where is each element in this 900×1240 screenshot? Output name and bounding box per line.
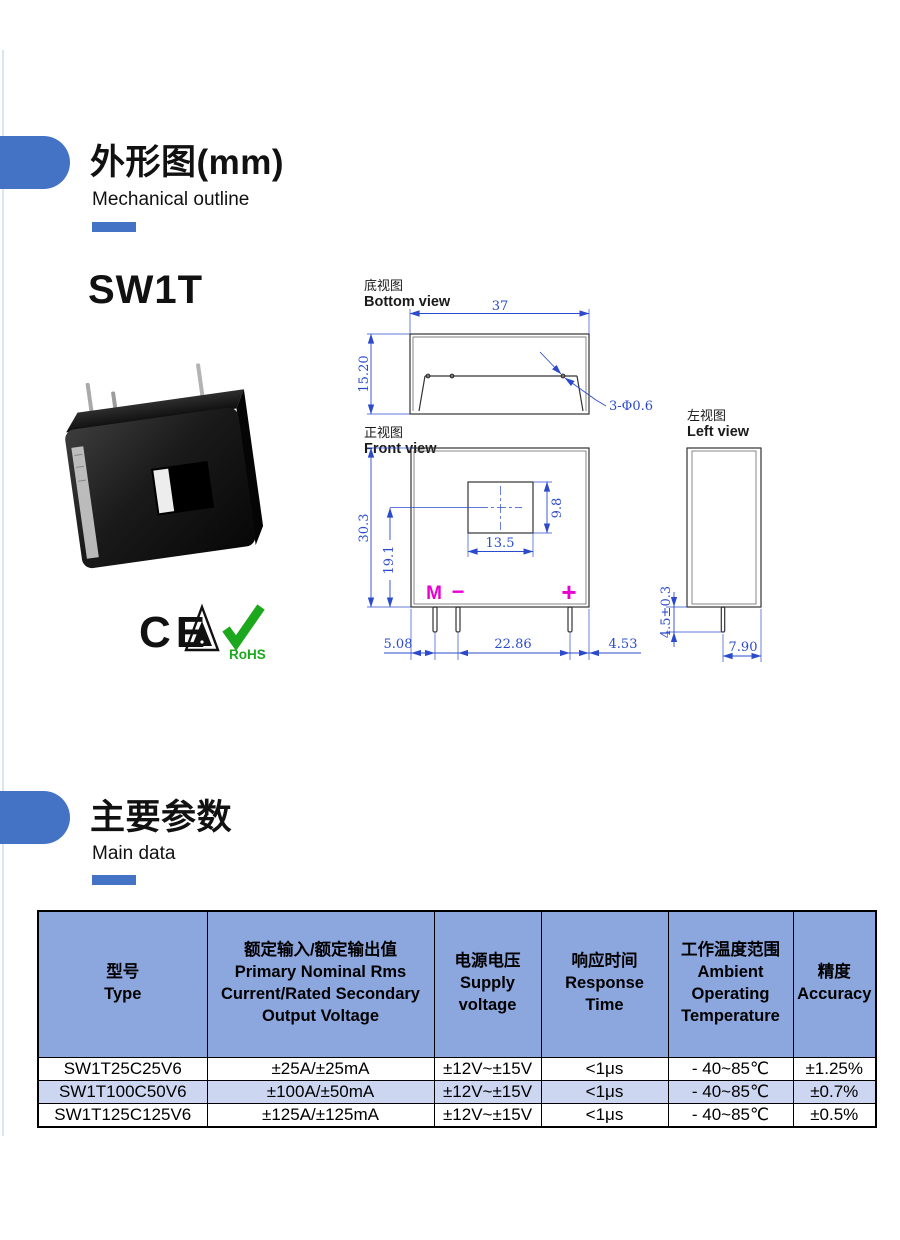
dim-bottom-holes: 3-Φ0.6	[609, 399, 653, 414]
dim-pin-length: 4.5±0.3	[659, 586, 674, 638]
front-view-label-en: Front view	[364, 441, 437, 457]
col-header-temperature-en: Ambient Operating Temperature	[681, 963, 780, 1026]
col-header-type-zh: 型号	[106, 963, 140, 982]
col-header-supply: 电源电压 Supply voltage	[433, 910, 542, 1058]
rohs-label: RoHS	[229, 647, 266, 662]
mark-minus: −	[452, 579, 465, 604]
section-subtitle-maindata: Main data	[92, 843, 176, 864]
esd-triangle-icon	[184, 603, 220, 652]
col-header-rating-zh: 额定输入/额定输出值	[243, 941, 398, 960]
col-header-response-zh: 响应时间	[571, 952, 638, 971]
dim-pin-right: 4.53	[609, 637, 638, 652]
cell-temperature: - 40~85℃	[667, 1102, 794, 1127]
section-bar-maindata	[92, 875, 136, 885]
product-photo	[65, 363, 263, 569]
col-header-type: 型号 Type	[37, 910, 208, 1058]
bottom-view-label-zh: 底视图	[364, 278, 403, 293]
cell-rating: ±25A/±25mA	[206, 1056, 435, 1081]
col-header-temperature: 工作温度范围 Ambient Operating Temperature	[667, 910, 794, 1058]
col-header-accuracy-zh: 精度	[817, 963, 851, 982]
cell-response: <1μs	[540, 1102, 669, 1127]
cell-temperature: - 40~85℃	[667, 1079, 794, 1104]
section-bar-mechanical	[92, 222, 136, 232]
section-pill-maindata	[0, 791, 70, 844]
col-header-accuracy-en: Accuracy	[797, 985, 872, 1004]
certification-marks: CE RoHS	[139, 603, 266, 662]
table-row: SW1T100C50V6 ±100A/±50mA ±12V~±15V <1μs …	[37, 1079, 877, 1104]
section-pill-mechanical	[0, 136, 70, 189]
table-row: SW1T25C25V6 ±25A/±25mA ±12V~±15V <1μs - …	[37, 1056, 877, 1081]
dim-overall-height: 30.3	[357, 514, 372, 543]
col-header-response-en: Response Time	[565, 974, 644, 1015]
cell-accuracy: ±0.5%	[792, 1102, 877, 1127]
col-header-supply-en: Supply voltage	[458, 974, 517, 1015]
main-data-table: 型号 Type 额定输入/额定输出值 Primary Nominal Rms C…	[37, 910, 877, 1128]
col-header-temperature-zh: 工作温度范围	[681, 941, 780, 960]
section-title-maindata: 主要参数	[90, 798, 233, 837]
col-header-accuracy: 精度 Accuracy	[792, 910, 877, 1058]
dim-pin-span: 22.86	[494, 637, 531, 652]
dim-window-width: 13.5	[486, 536, 515, 551]
mark-plus: +	[561, 577, 576, 607]
col-header-rating-en: Primary Nominal Rms Current/Rated Second…	[221, 963, 420, 1026]
cell-supply: ±12V~±15V	[433, 1079, 542, 1104]
mechanical-drawings: 底视图 Bottom view 37 15.20 3-Φ0.6 正视图 Fron…	[357, 278, 762, 662]
cell-rating: ±125A/±125mA	[206, 1102, 435, 1127]
bottom-view-label-en: Bottom view	[364, 294, 451, 310]
table-row: SW1T125C125V6 ±125A/±125mA ±12V~±15V <1μ…	[37, 1102, 877, 1127]
rohs-check-icon	[222, 604, 265, 651]
col-header-supply-zh: 电源电压	[454, 952, 521, 971]
dim-depth: 7.90	[729, 640, 758, 655]
left-view: 左视图 Left view 4.5±0.3 7.90	[659, 408, 762, 662]
dim-center-height: 19.1	[382, 546, 397, 575]
cell-type: SW1T25C25V6	[37, 1056, 208, 1081]
page-left-rule	[2, 50, 4, 1136]
left-view-label-zh: 左视图	[687, 408, 726, 423]
cell-supply: ±12V~±15V	[433, 1102, 542, 1127]
dim-bottom-height: 15.20	[357, 355, 372, 392]
product-photo-group	[65, 363, 263, 569]
col-header-rating: 额定输入/额定输出值 Primary Nominal Rms Current/R…	[206, 910, 435, 1058]
mark-m: M	[426, 583, 442, 604]
cell-temperature: - 40~85℃	[667, 1056, 794, 1081]
col-header-type-en: Type	[104, 985, 142, 1004]
dim-pin-left: 5.08	[384, 637, 413, 652]
table-header-row: 型号 Type 额定输入/额定输出值 Primary Nominal Rms C…	[37, 910, 877, 1058]
dim-bottom-width: 37	[492, 299, 509, 314]
section-subtitle-mechanical: Mechanical outline	[92, 189, 250, 210]
cell-accuracy: ±1.25%	[792, 1056, 877, 1081]
cell-response: <1μs	[540, 1056, 669, 1081]
section-title-mechanical: 外形图(mm)	[90, 143, 285, 182]
product-model: SW1T	[88, 268, 204, 312]
bottom-view: 底视图 Bottom view 37 15.20 3-Φ0.6	[357, 278, 653, 415]
left-view-label-en: Left view	[687, 424, 750, 440]
dim-window-height: 9.8	[550, 498, 565, 519]
cell-response: <1μs	[540, 1079, 669, 1104]
front-view: 正视图 Front view 9.8 13.5 30.3 19.1 M − +	[357, 425, 641, 660]
cell-type: SW1T100C50V6	[37, 1079, 208, 1104]
cell-type: SW1T125C125V6	[37, 1102, 208, 1127]
cell-rating: ±100A/±50mA	[206, 1079, 435, 1104]
front-view-label-zh: 正视图	[364, 425, 403, 440]
cell-accuracy: ±0.7%	[792, 1079, 877, 1104]
col-header-response: 响应时间 Response Time	[540, 910, 669, 1058]
cell-supply: ±12V~±15V	[433, 1056, 542, 1081]
